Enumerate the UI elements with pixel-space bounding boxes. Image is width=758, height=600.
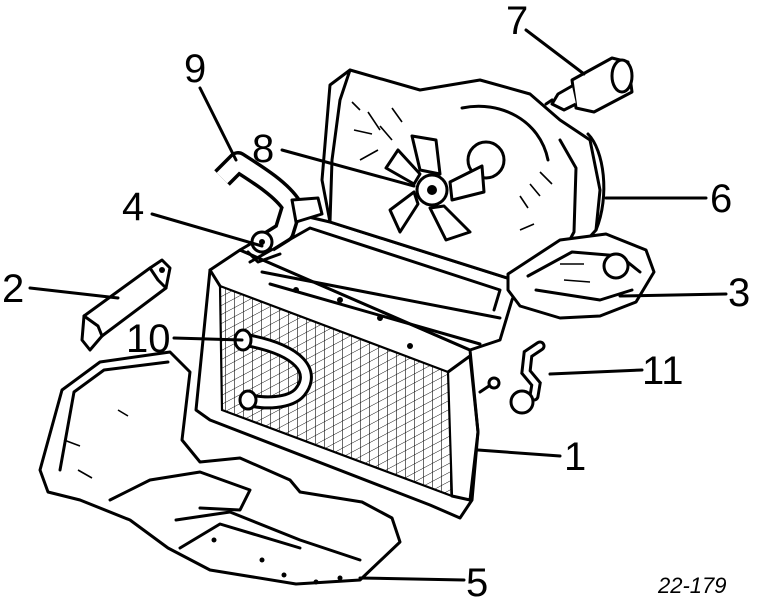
hose-part [214, 151, 324, 252]
bracket-part [80, 258, 172, 352]
leader-2 [28, 286, 120, 300]
callout-9: 9 [184, 47, 206, 91]
leader-7 [524, 28, 586, 76]
leader-1 [476, 448, 562, 458]
callout-1: 1 [564, 435, 586, 479]
leader-5 [358, 576, 466, 582]
side-housing-part [506, 232, 656, 320]
drain-tube-part [509, 340, 546, 415]
blower-motor-part [544, 56, 634, 114]
callout-11: 11 [642, 349, 684, 393]
leader-lines [28, 28, 728, 582]
callout-10: 10 [126, 317, 171, 361]
callout-5: 5 [466, 561, 488, 600]
callout-8: 8 [252, 127, 274, 171]
leader-8 [280, 148, 416, 188]
callout-6: 6 [710, 177, 732, 221]
callout-7: 7 [506, 0, 528, 43]
leader-10 [172, 336, 244, 342]
callout-2: 2 [2, 267, 24, 311]
fan-wheel-part [384, 134, 486, 242]
leader-3 [618, 292, 728, 298]
leader-11 [548, 368, 644, 376]
leader-4 [150, 212, 264, 248]
base-tray-part [38, 350, 402, 586]
reference-code: 22-179 [657, 573, 727, 598]
leader-9 [198, 86, 238, 162]
callout-3: 3 [728, 271, 750, 315]
callout-4: 4 [122, 185, 144, 229]
